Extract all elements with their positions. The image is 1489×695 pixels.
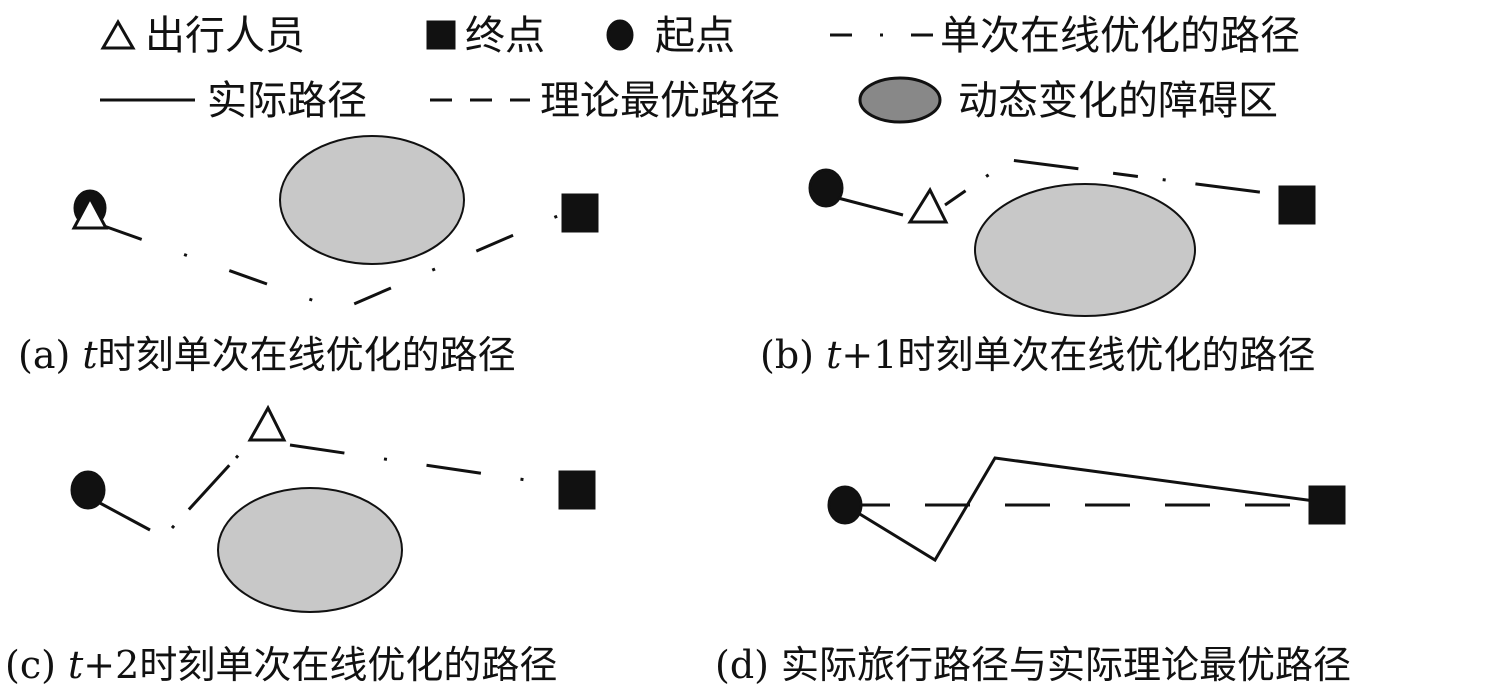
caption-d: (d) 实际旅行路径与实际理论最优路径: [715, 643, 1351, 687]
obstacle-a: [279, 135, 465, 265]
actual-path-c: [97, 500, 151, 532]
caption-b: (b) t+1时刻单次在线优化的路径: [760, 333, 1315, 377]
traveler-c: [247, 404, 287, 442]
end-point-b: [1278, 185, 1316, 225]
online-path-a: [103, 213, 561, 312]
online-path-c-1: [170, 446, 247, 530]
start-point-b: [808, 168, 844, 208]
online-path-c-2: [289, 443, 561, 487]
traveler-b: [907, 186, 949, 224]
legend-circle-icon: [606, 19, 634, 51]
end-point-c: [558, 470, 596, 510]
caption-a: (a) t时刻单次在线优化的路径: [18, 333, 516, 377]
end-point-d: [1308, 485, 1346, 525]
legend-triangle-icon: [100, 18, 136, 50]
actual-travel-path-d: [844, 456, 1323, 563]
legend-obstacle-icon: [858, 76, 942, 124]
obstacle-b: [974, 183, 1196, 317]
legend-start-label: 起点: [655, 13, 735, 59]
legend-traveler-label: 出行人员: [145, 13, 305, 59]
caption-c: (c) t+2时刻单次在线优化的路径: [5, 643, 557, 687]
legend-online-path-label: 单次在线优化的路径: [940, 13, 1300, 59]
legend-obstacle-label: 动态变化的障碍区: [958, 78, 1278, 124]
legend-actual-path-label: 实际路径: [207, 78, 367, 124]
actual-path-b: [837, 196, 904, 217]
legend-optimal-path-label: 理论最优路径: [540, 78, 780, 124]
start-point-d: [827, 485, 863, 525]
start-point-c: [70, 470, 106, 510]
obstacle-c: [217, 487, 403, 613]
end-point-a: [561, 193, 599, 233]
traveler-a: [71, 194, 109, 230]
legend-end-label: 终点: [465, 13, 545, 59]
legend-square-icon: [426, 20, 456, 50]
